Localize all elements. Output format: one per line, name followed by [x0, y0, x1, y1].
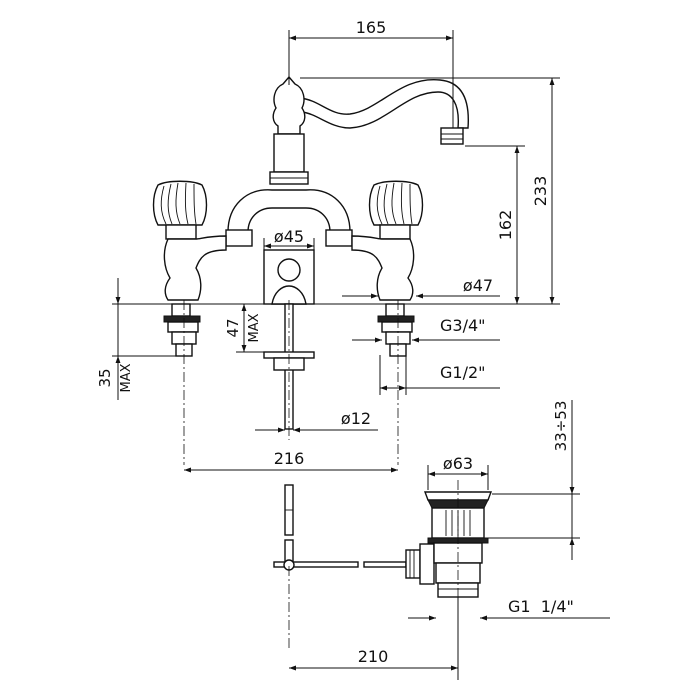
dim-165: 165	[356, 18, 387, 37]
dim-162: 162	[496, 210, 515, 241]
bridge	[227, 189, 351, 233]
column-finial	[272, 75, 306, 135]
dimensions: 165 233 162 ø45 ø47 G3/4" G1/2" 47	[96, 18, 610, 680]
left-tail	[163, 300, 201, 465]
right-tail	[377, 300, 415, 465]
dim-216: 216	[274, 449, 305, 468]
left-handle	[152, 180, 227, 301]
dim-g34: G3/4"	[440, 316, 486, 335]
spout-aerator	[440, 127, 464, 145]
right-handle	[351, 180, 424, 301]
dim-35-max: MAX	[119, 363, 134, 392]
faucet-body	[225, 75, 469, 440]
dim-g114: G1 1/4"	[508, 597, 574, 616]
dim-dia63: ø63	[443, 454, 473, 473]
dim-233: 233	[531, 176, 550, 207]
dim-g12: G1/2"	[440, 363, 486, 382]
dim-dia47: ø47	[463, 276, 493, 295]
popup-waste	[273, 480, 493, 650]
dim-33-53: 33÷53	[552, 401, 570, 452]
dim-210: 210	[358, 647, 389, 666]
column-body	[273, 133, 305, 173]
dim-47-max: MAX	[247, 313, 262, 342]
dim-35: 35	[96, 368, 114, 387]
spout	[299, 79, 469, 129]
dim-47: 47	[224, 318, 242, 337]
dim-dia12: ø12	[341, 409, 371, 428]
popup-knob	[277, 258, 301, 282]
dim-dia45: ø45	[274, 227, 304, 246]
